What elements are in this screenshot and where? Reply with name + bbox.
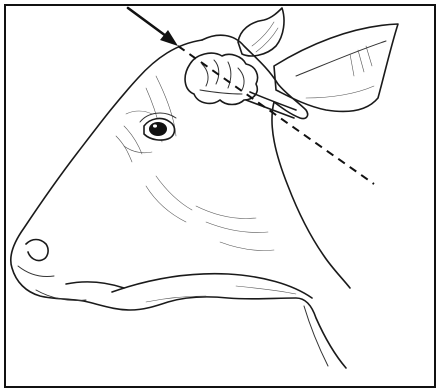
illustration-frame (4, 4, 436, 388)
horn-icon (238, 8, 284, 56)
cow-head-illustration (6, 6, 434, 386)
eye-icon (140, 113, 176, 140)
arrow-icon (128, 8, 178, 46)
